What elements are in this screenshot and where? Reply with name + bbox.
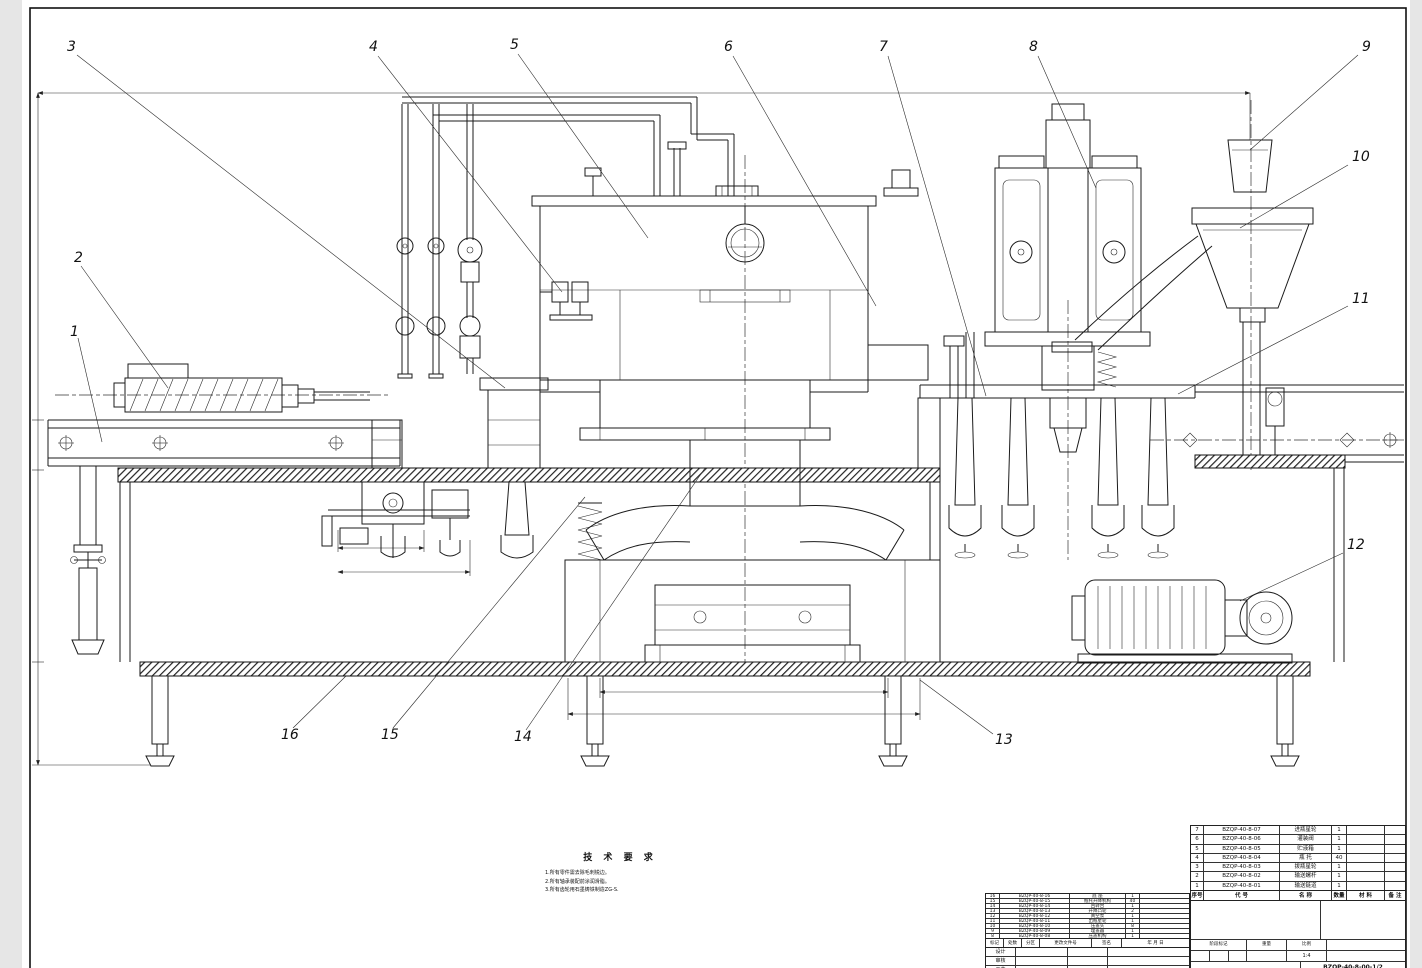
stage-label: 阶段标记 — [1191, 940, 1247, 950]
scale-label: 比例 — [1287, 940, 1327, 950]
callout-leaders: 1 2 3 4 5 6 7 8 9 10 11 12 13 14 15 16 — [67, 37, 1371, 748]
cap-hopper — [1051, 139, 1314, 455]
centerlines — [55, 100, 1404, 668]
callout-7: 7 — [879, 39, 888, 55]
callout-16: 16 — [281, 727, 299, 743]
callout-12: 12 — [1347, 537, 1365, 553]
tech-requirement-3: 3.所有齿轮用石墨铸铁制造ZG-S. — [545, 887, 619, 893]
platform-base-plates — [117, 454, 1346, 677]
paper-sheet — [22, 0, 1410, 968]
dimension-lines — [32, 91, 1251, 766]
callout-10: 10 — [1352, 149, 1370, 165]
callout-9: 9 — [1362, 39, 1371, 55]
callout-1: 1 — [70, 324, 79, 340]
scale-value: 1:4 — [1287, 951, 1327, 961]
discharge-conveyor — [1182, 384, 1404, 662]
callout-11: 11 — [1352, 291, 1370, 307]
tech-requirements-title: 技 术 要 求 — [583, 853, 657, 863]
left-jack-stand — [70, 466, 106, 655]
vacuum-pump — [1071, 579, 1293, 664]
callout-4: 4 — [369, 39, 378, 55]
callout-6: 6 — [724, 39, 733, 55]
callout-13: 13 — [995, 732, 1013, 748]
tech-requirement-1: 1.所有零件需去除毛刺锐边。 — [545, 870, 610, 876]
capping-unit — [917, 103, 1196, 559]
signature-rows: 设计 审核 工艺 — [985, 947, 1190, 968]
base-gear-housing — [564, 559, 941, 663]
drawing-number: BZQP-40-8-00-1/2 — [1323, 964, 1383, 968]
piping-valves — [395, 96, 735, 379]
weight-label: 重量 — [1247, 940, 1287, 950]
tech-requirement-2: 2.所有轴承装配前涂润滑脂。 — [545, 878, 610, 885]
tech-requirements: 技 术 要 求 1.所有零件需去除毛刺锐边。 2.所有轴承装配前涂润滑脂。 3.… — [545, 850, 695, 897]
callout-8: 8 — [1029, 39, 1038, 55]
main-tank-housing — [531, 141, 929, 561]
callout-15: 15 — [381, 727, 399, 743]
infeed-conveyor — [47, 419, 401, 467]
screw-feeder — [113, 363, 549, 469]
callout-14: 14 — [514, 729, 532, 745]
callout-3: 3 — [67, 39, 76, 55]
callout-2: 2 — [74, 250, 83, 266]
title-block: 阶段标记重量比例 1:4 BZQP-40-8-00-1/2 — [1190, 900, 1406, 968]
drawing-frame — [29, 7, 1407, 968]
callout-5: 5 — [510, 37, 519, 53]
machine-legs — [145, 675, 1300, 767]
